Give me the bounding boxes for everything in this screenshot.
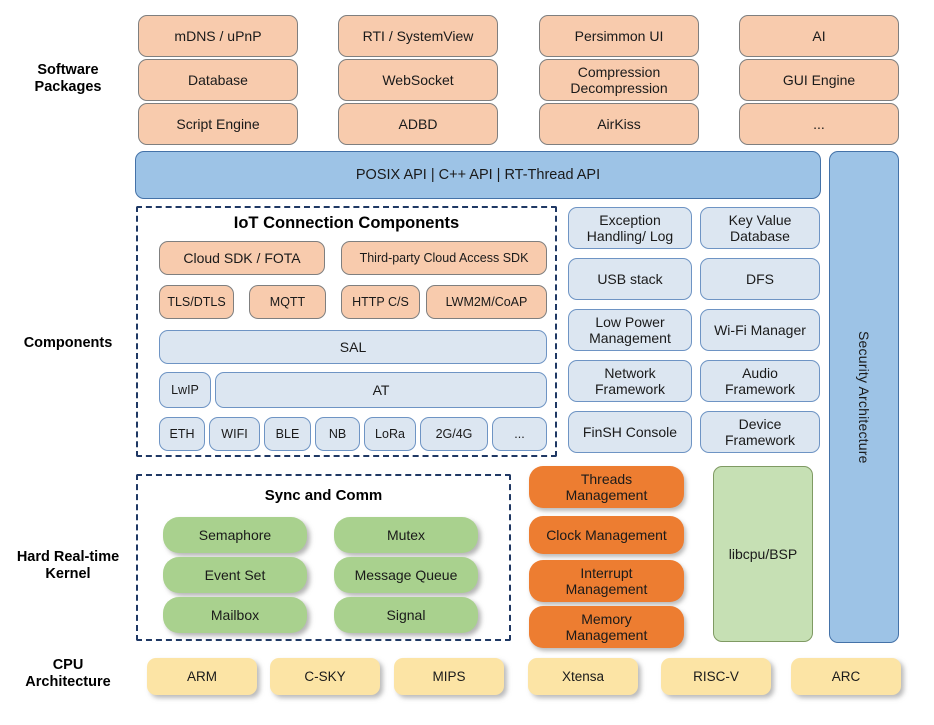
iot-cloud-box[interactable]: Cloud SDK / FOTA	[159, 241, 325, 275]
package-box[interactable]: AirKiss	[539, 103, 699, 145]
component-box[interactable]: Network Framework	[568, 360, 692, 402]
row-label-software-packages: Software Packages	[34, 62, 102, 95]
iot-link-box[interactable]: ...	[492, 417, 547, 451]
iot-cloud-box[interactable]: Third-party Cloud Access SDK	[341, 241, 547, 275]
package-box[interactable]: Script Engine	[138, 103, 298, 145]
sync-comm-group	[136, 474, 511, 641]
iot-lwip-box[interactable]: LwIP	[159, 372, 211, 408]
package-box[interactable]: mDNS / uPnP	[138, 15, 298, 57]
sync-object-box[interactable]: Event Set	[163, 557, 307, 593]
iot-protocol-box[interactable]: LWM2M/CoAP	[426, 285, 547, 319]
package-box[interactable]: WebSocket	[338, 59, 498, 101]
libcpu-bsp-box[interactable]: libcpu/BSP	[713, 466, 813, 642]
security-architecture-bar[interactable]: Security Architecture	[829, 151, 899, 643]
component-box[interactable]: Audio Framework	[700, 360, 820, 402]
package-box[interactable]: ...	[739, 103, 899, 145]
iot-link-box[interactable]: WIFI	[209, 417, 260, 451]
sync-object-box[interactable]: Mutex	[334, 517, 478, 553]
component-box[interactable]: USB stack	[568, 258, 692, 300]
cpu-arch-box[interactable]: ARM	[147, 658, 257, 695]
sync-comm-title: Sync and Comm	[264, 487, 383, 504]
package-box[interactable]: Persimmon UI	[539, 15, 699, 57]
cpu-arch-box[interactable]: MIPS	[394, 658, 504, 695]
component-box[interactable]: Low Power Management	[568, 309, 692, 351]
iot-at-box[interactable]: AT	[215, 372, 547, 408]
component-box[interactable]: FinSH Console	[568, 411, 692, 453]
package-box[interactable]: Compression Decompression	[539, 59, 699, 101]
iot-link-box[interactable]: LoRa	[364, 417, 416, 451]
row-label-kernel: Hard Real-time Kernel	[16, 549, 120, 582]
iot-protocol-box[interactable]: HTTP C/S	[341, 285, 420, 319]
component-box[interactable]: Exception Handling/ Log	[568, 207, 692, 249]
package-box[interactable]: RTI / SystemView	[338, 15, 498, 57]
package-box[interactable]: ADBD	[338, 103, 498, 145]
sync-object-box[interactable]: Mailbox	[163, 597, 307, 633]
package-box[interactable]: Database	[138, 59, 298, 101]
iot-link-box[interactable]: NB	[315, 417, 360, 451]
api-layer-bar[interactable]: POSIX API | C++ API | RT-Thread API	[135, 151, 821, 199]
package-box[interactable]: GUI Engine	[739, 59, 899, 101]
iot-connection-group	[136, 206, 557, 457]
kernel-management-box[interactable]: Interrupt Management	[529, 560, 684, 602]
iot-sal-box[interactable]: SAL	[159, 330, 547, 364]
sync-object-box[interactable]: Signal	[334, 597, 478, 633]
sync-object-box[interactable]: Semaphore	[163, 517, 307, 553]
iot-protocol-box[interactable]: MQTT	[249, 285, 326, 319]
iot-link-box[interactable]: 2G/4G	[420, 417, 488, 451]
kernel-management-box[interactable]: Clock Management	[529, 516, 684, 554]
cpu-arch-box[interactable]: C-SKY	[270, 658, 380, 695]
component-box[interactable]: Wi-Fi Manager	[700, 309, 820, 351]
package-box[interactable]: AI	[739, 15, 899, 57]
row-label-cpu: CPU Architecture	[25, 657, 111, 690]
kernel-management-box[interactable]: Memory Management	[529, 606, 684, 648]
row-label-components: Components	[23, 335, 113, 351]
security-architecture-label: Security Architecture	[856, 330, 872, 464]
iot-link-box[interactable]: BLE	[264, 417, 311, 451]
cpu-arch-box[interactable]: RISC-V	[661, 658, 771, 695]
sync-object-box[interactable]: Message Queue	[334, 557, 478, 593]
iot-protocol-box[interactable]: TLS/DTLS	[159, 285, 234, 319]
component-box[interactable]: Key Value Database	[700, 207, 820, 249]
kernel-management-box[interactable]: Threads Management	[529, 466, 684, 508]
cpu-arch-box[interactable]: ARC	[791, 658, 901, 695]
iot-group-title: IoT Connection Components	[233, 214, 460, 232]
cpu-arch-box[interactable]: Xtensa	[528, 658, 638, 695]
component-box[interactable]: Device Framework	[700, 411, 820, 453]
iot-link-box[interactable]: ETH	[159, 417, 205, 451]
component-box[interactable]: DFS	[700, 258, 820, 300]
